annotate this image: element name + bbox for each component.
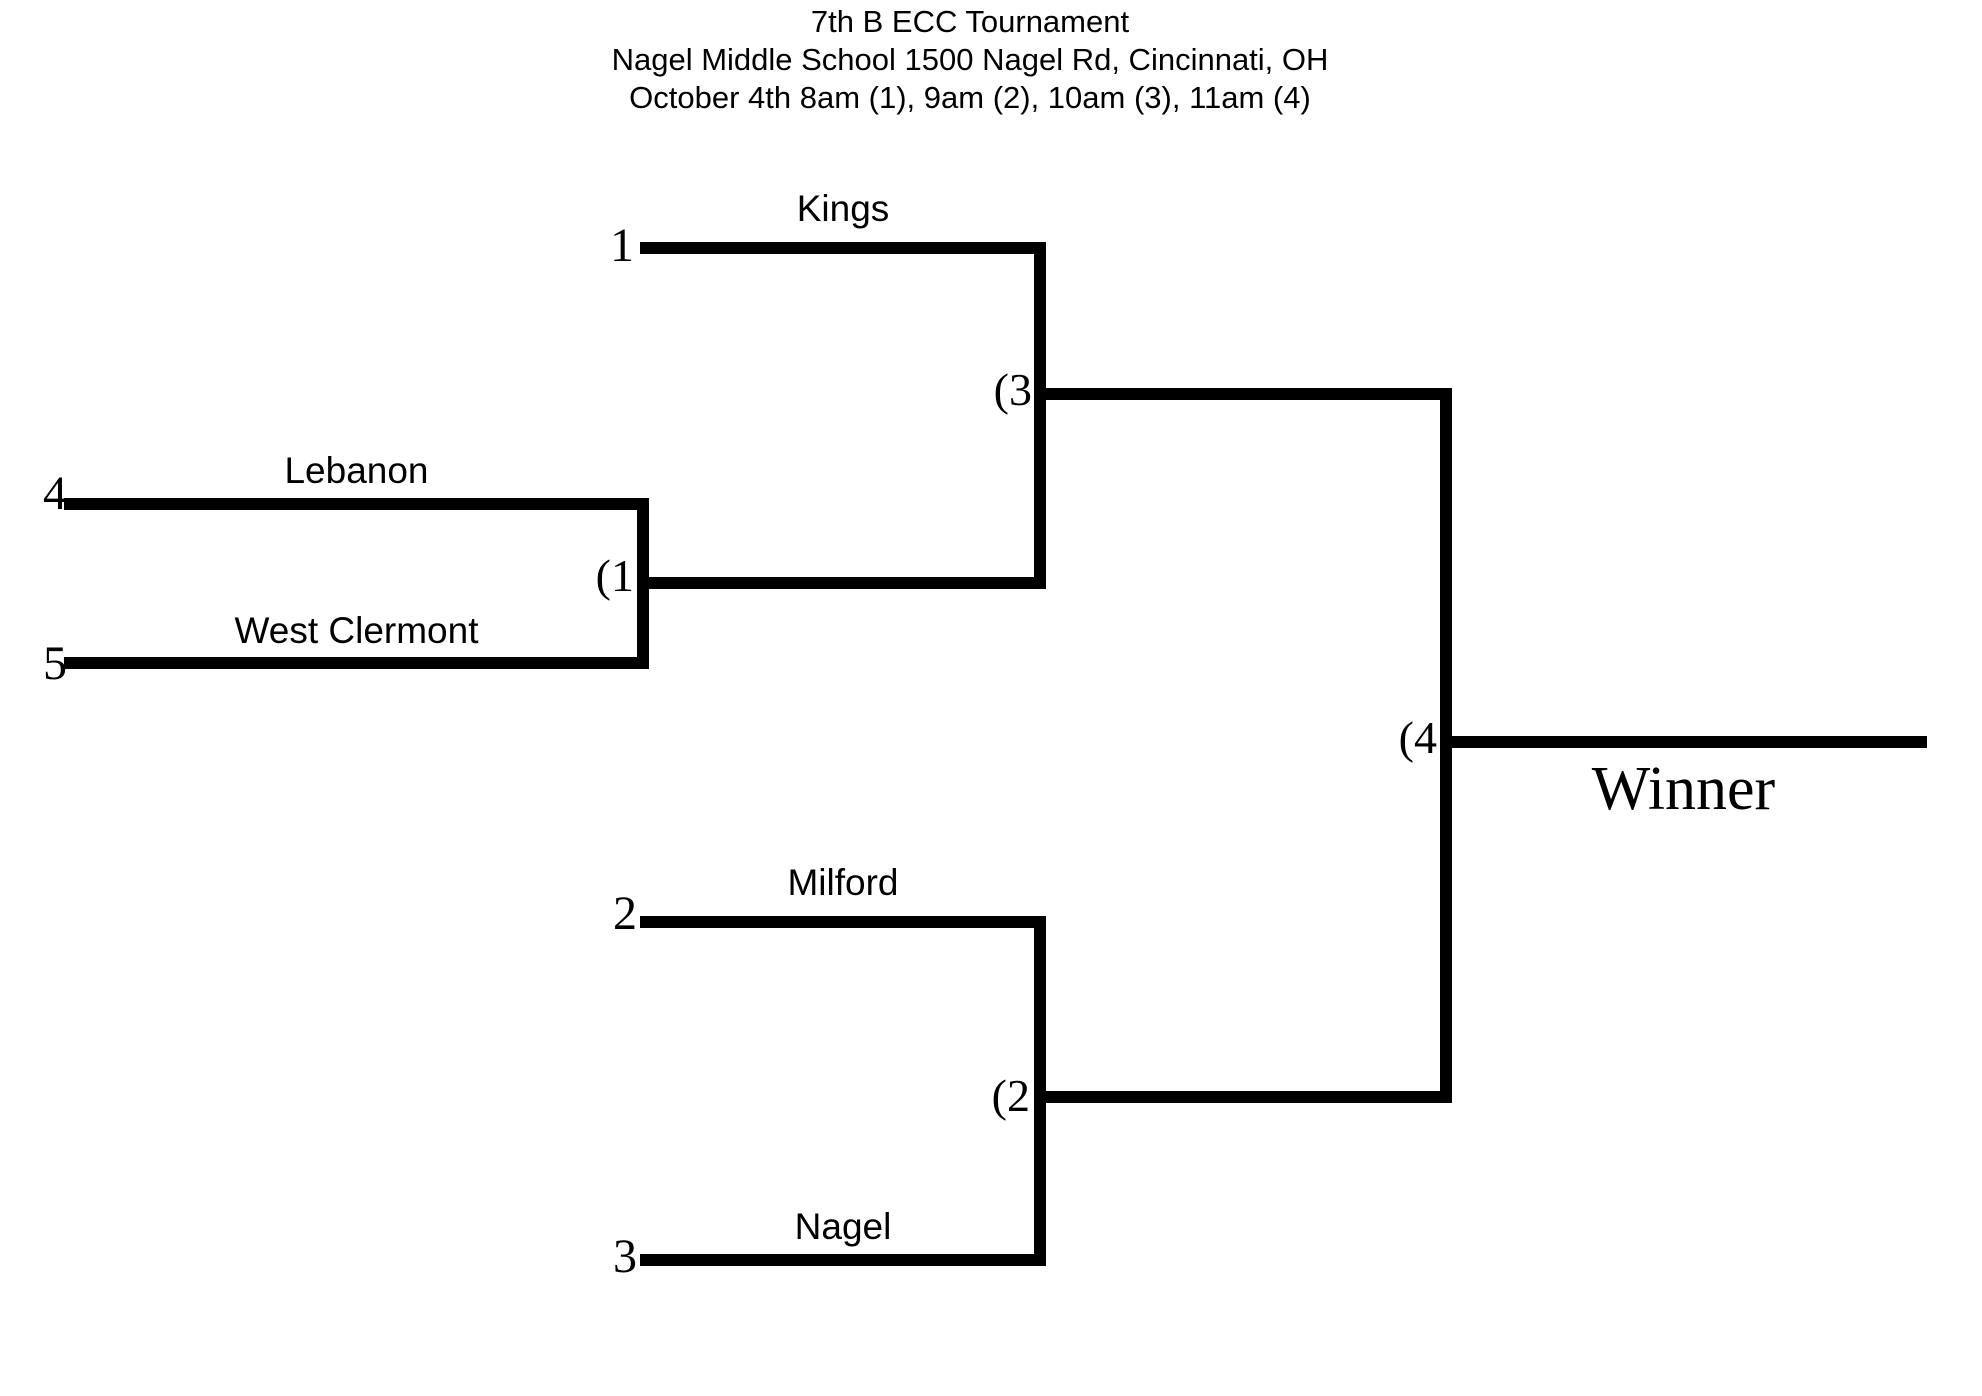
champion-line [1440, 736, 1927, 748]
seed-2-label: 2 [613, 887, 637, 940]
winner-label: Winner [1591, 755, 1776, 823]
game-3-label: (3 [993, 364, 1032, 415]
seed-1-label: 1 [610, 219, 634, 272]
west-clermont-team-line [64, 657, 649, 669]
team-nagel-label: Nagel [794, 1206, 892, 1247]
lebanon-team-line [64, 498, 649, 510]
team-kings-label: Kings [796, 188, 890, 229]
seed-4-label: 4 [43, 467, 67, 520]
tournament-schedule: October 4th 8am (1), 9am (2), 10am (3), … [629, 80, 1311, 115]
game-2-label: (2 [991, 1070, 1030, 1121]
game-2-winner-line [1034, 1091, 1452, 1103]
game-1-winner-line [643, 577, 1046, 589]
game-4-label: (4 [1398, 712, 1437, 763]
team-west-clermont-label: West Clermont [234, 610, 479, 651]
seed-5-label: 5 [43, 637, 67, 690]
game-1-label: (1 [595, 550, 634, 601]
seed-3-label: 3 [613, 1230, 637, 1283]
tournament-title: 7th B ECC Tournament [810, 4, 1130, 39]
tournament-venue: Nagel Middle School 1500 Nagel Rd, Cinci… [611, 42, 1329, 77]
team-lebanon-label: Lebanon [284, 450, 429, 491]
nagel-team-line [640, 1254, 1046, 1266]
game-3-winner-line [1034, 388, 1452, 400]
milford-team-line [640, 916, 1046, 928]
game-3-connector-line [1034, 242, 1046, 589]
team-milford-label: Milford [787, 862, 899, 903]
kings-team-line [640, 242, 1046, 254]
